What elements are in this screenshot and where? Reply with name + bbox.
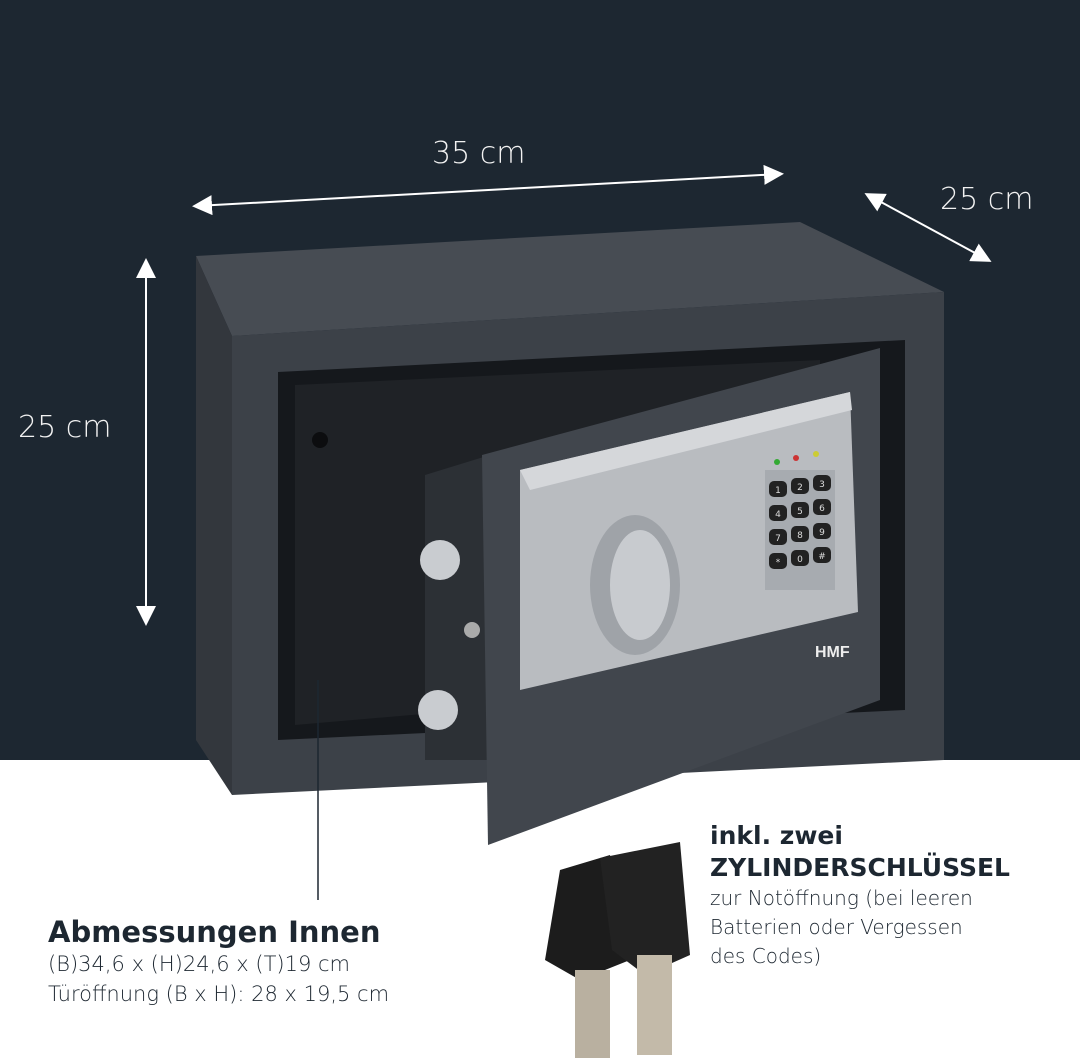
keypad-key [791,478,809,494]
keypad-key [791,502,809,518]
keypad-key-label: # [818,552,826,562]
interior-line-2: Türöffnung (B x H): 28 x 19,5 cm [48,982,390,1006]
keypad-key-label: 9 [819,528,825,538]
keypad-key [769,505,787,521]
height-label: 25 cm [18,410,112,445]
keypad-key-label: 0 [797,555,803,565]
keypad-key-label: 8 [797,531,803,541]
keypad-key-label: * [776,558,781,568]
keypad-key-label: 2 [797,483,803,493]
width-arrow [192,164,784,216]
keypad-key [813,499,831,515]
keys-line-4: Batterien oder Vergessen [710,915,963,939]
keypad-key [791,526,809,542]
keypad-key-label: 1 [775,486,781,496]
keys-info: inkl. zwei ZYLINDERSCHLÜSSEL zur Notöffn… [710,820,1010,971]
brand-logo: HMF [815,644,850,661]
keys-line-2: ZYLINDERSCHLÜSSEL [710,853,1010,882]
interior-dimensions: Abmessungen Innen (B)34,6 x (H)24,6 x (T… [48,915,389,1009]
keys-line-1: inkl. zwei [710,821,843,850]
depth-arrow [864,193,992,262]
keypad-key-label: 5 [797,507,803,517]
keypad-key-label: 6 [819,504,825,514]
keypad-key-label: 3 [819,480,825,490]
keypad-key [769,481,787,497]
keypad: 1 2 3 4 5 6 7 8 9 * 0 # [769,475,831,569]
depth-label: 25 cm [940,182,1034,217]
width-label: 35 cm [432,136,526,171]
interior-title: Abmessungen Innen [48,915,381,949]
cylinder-keys-image [545,842,690,1058]
keys-line-3: zur Notöffnung (bei leeren [710,886,973,910]
keypad-key [769,553,787,569]
keypad-key [791,550,809,566]
keypad-key [769,529,787,545]
interior-line-1: (B)34,6 x (H)24,6 x (T)19 cm [48,952,350,976]
keypad-key [813,475,831,491]
keypad-key-label: 4 [775,510,781,520]
keys-line-5: des Codes) [710,944,822,968]
keypad-key-label: 7 [775,534,781,544]
keypad-key [813,523,831,539]
keypad-key [813,547,831,563]
